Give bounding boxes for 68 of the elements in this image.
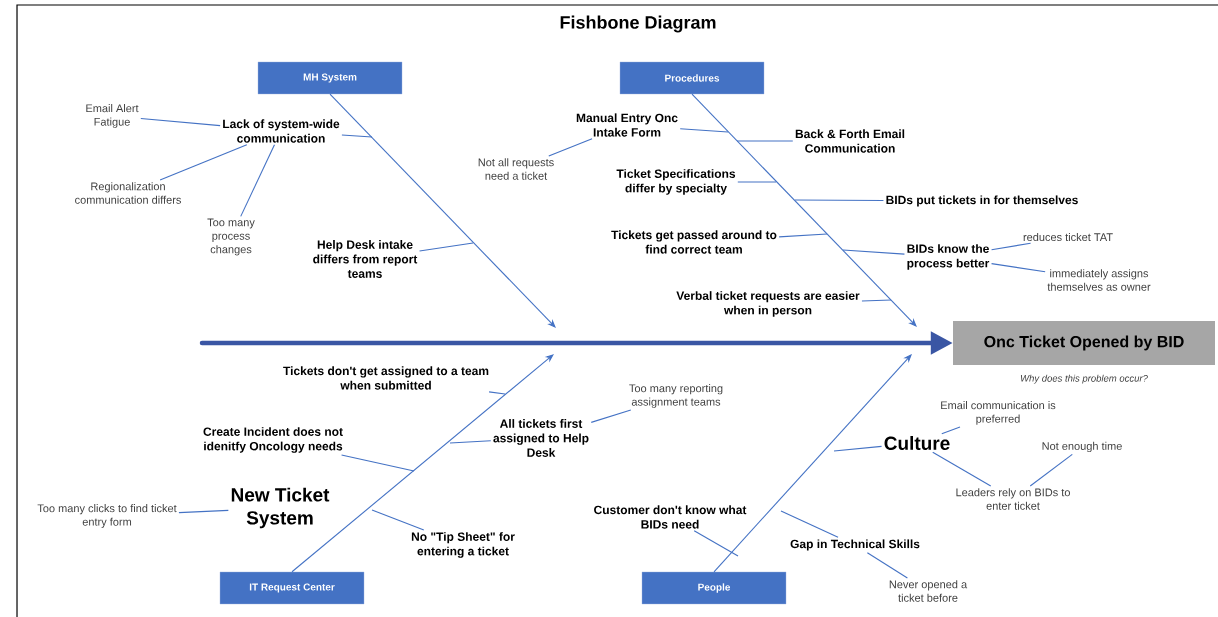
branch-line <box>794 199 884 201</box>
cause-label: Customer don't know what BIDs need <box>594 505 747 529</box>
category-box: MH System <box>257 61 403 95</box>
node-label: Why does this problem occur? <box>1020 374 1148 384</box>
sub-cause-label: reduces ticket TAT <box>1023 232 1113 242</box>
category-box: People <box>641 571 787 605</box>
sub-cause-label: Too many process changes <box>207 218 255 256</box>
bone-arrow <box>329 93 556 328</box>
branch-line <box>419 242 474 252</box>
sub-cause-label: Email communication is preferred <box>941 401 1056 425</box>
cause-label: BIDs put tickets in for themselves <box>886 195 1078 207</box>
branch-line <box>991 263 1046 273</box>
cause-label: All tickets first assigned to Help Desk <box>493 419 589 457</box>
category-box: Procedures <box>619 61 765 95</box>
branch-line <box>240 144 276 217</box>
cause-label: BIDs know the process better <box>907 244 990 270</box>
branch-line <box>780 510 839 538</box>
branch-line <box>679 128 729 133</box>
branch-line <box>548 138 593 157</box>
cause-label: Ticket Specifications differ by specialty <box>616 169 736 195</box>
branch-line <box>159 144 248 181</box>
title: Fishbone Diagram <box>560 15 716 33</box>
branch-line <box>866 552 908 579</box>
sub-cause-label: Never opened a ticket before <box>889 580 968 602</box>
sub-cause-label: immediately assigns themselves as owner <box>1047 269 1151 291</box>
branch-line <box>449 440 492 444</box>
sub-cause-label: Not all requests need a ticket <box>478 158 554 180</box>
cause-label: Culture <box>884 436 950 450</box>
cause-label: Lack of system-wide communication <box>223 119 340 143</box>
branch-line <box>178 509 229 514</box>
cause-label: Tickets don't get assigned to a team when submitted <box>283 366 489 390</box>
sub-cause-label: Regionalization communication differs <box>75 182 181 204</box>
branch-line <box>842 249 905 255</box>
branch-line <box>932 451 992 487</box>
branch-line <box>778 233 828 238</box>
category-box: IT Request Center <box>219 571 365 605</box>
bone-arrow <box>291 354 554 573</box>
sub-cause-label: Email Alert Fatigue <box>86 104 139 128</box>
cause-label: Manual Entry Onc Intake Form <box>576 113 678 137</box>
branch-line <box>861 299 892 302</box>
branch-line <box>736 140 794 142</box>
cause-label: Verbal ticket requests are easier when in person <box>676 291 860 317</box>
branch-line <box>1029 453 1073 487</box>
branch-line <box>590 409 632 423</box>
branch-line <box>941 426 961 435</box>
branch-line <box>341 454 415 472</box>
cause-label: Back & Forth Email Communication <box>795 129 905 153</box>
branch-line <box>488 391 506 395</box>
cause-label: Create Incident does not idenitfy Oncology needs <box>203 427 343 453</box>
branch-line <box>737 181 777 183</box>
sub-cause-label: Too many reporting assignment teams <box>629 384 723 408</box>
sub-cause-label: Too many clicks to find ticket entry form <box>37 504 177 528</box>
problem-box: Onc Ticket Opened by BID <box>953 321 1215 365</box>
cause-label: New Ticket System <box>231 487 330 529</box>
branch-line <box>833 445 883 452</box>
sub-cause-label: Leaders rely on BIDs to enter ticket <box>956 488 1070 510</box>
bone-arrow <box>691 93 917 327</box>
sub-cause-label: Not enough time <box>1042 441 1122 453</box>
cause-label: Help Desk intake differs from report teams <box>313 240 418 278</box>
cause-label: Gap in Technical Skills <box>790 539 920 551</box>
branch-line <box>140 118 221 127</box>
cause-label: No "Tip Sheet" for entering a ticket <box>411 532 515 558</box>
branch-line <box>371 509 425 531</box>
bone-arrow <box>713 354 912 573</box>
branch-line <box>341 134 373 138</box>
cause-label: Tickets get passed around to find correct team <box>611 230 777 254</box>
branch-line <box>693 530 739 557</box>
branch-line <box>991 242 1032 251</box>
